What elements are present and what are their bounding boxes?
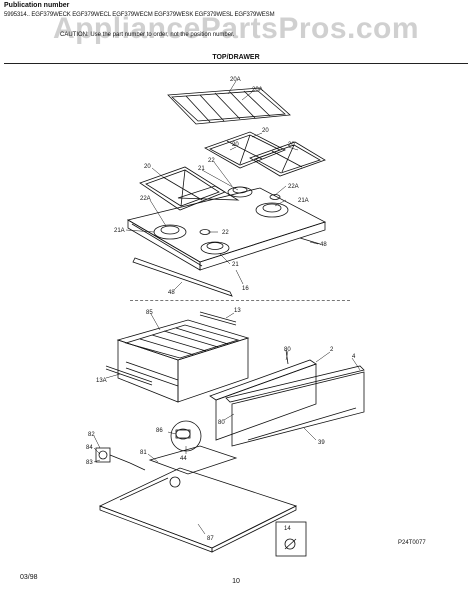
caution-line: CAUTION: Use the part number to order, n… <box>60 32 235 38</box>
callout-20A: 20A <box>252 87 263 93</box>
callout-20A: 20A <box>230 77 241 83</box>
drawer-frame <box>105 311 250 403</box>
art-id: P24T0077 <box>398 540 426 546</box>
callout-81: 81 <box>140 450 147 456</box>
callout-20: 20 <box>232 142 239 148</box>
callout-83: 83 <box>86 460 93 466</box>
leader-lines <box>93 80 361 535</box>
grate-20-left <box>139 166 240 211</box>
callout-21: 21 <box>198 166 205 172</box>
callout-48: 48 <box>320 242 327 248</box>
callout-21A: 21A <box>298 198 309 204</box>
callout-13A: 13A <box>96 378 107 384</box>
callout-85: 85 <box>146 310 153 316</box>
bottom-panel <box>98 445 298 553</box>
callout-20: 20 <box>262 128 269 134</box>
callout-22A: 22A <box>288 184 299 190</box>
publication-label: Publication number <box>4 2 70 9</box>
callout-22: 22 <box>208 158 215 164</box>
callout-4: 4 <box>352 354 356 360</box>
callout-13: 13 <box>234 308 241 314</box>
callout-22A: 22A <box>140 196 151 202</box>
callout-21: 21 <box>232 262 239 268</box>
callout-48: 48 <box>168 290 175 296</box>
callout-21A: 21A <box>114 228 125 234</box>
callout-80: 80 <box>218 420 225 426</box>
callout-20: 20 <box>288 142 295 148</box>
part-14-inset <box>275 521 307 557</box>
callout-80: 80 <box>284 347 291 353</box>
footer-date: 03/98 <box>20 574 38 581</box>
header-rule <box>4 63 468 64</box>
callout-39: 39 <box>318 440 325 446</box>
callout-82: 82 <box>88 432 95 438</box>
page-number: 10 <box>232 578 240 585</box>
drawer-front <box>209 349 365 447</box>
section-title: TOP/DRAWER <box>212 54 260 61</box>
callout-86: 86 <box>156 428 163 434</box>
callout-44: 44 <box>180 456 187 462</box>
callout-2: 2 <box>330 347 334 353</box>
callout-labels: 20A 20A 20 20 20 22 21 22A 21A 22A 21A 2… <box>86 77 356 542</box>
grate-20a-top <box>167 87 291 125</box>
igniter-assembly <box>95 447 146 471</box>
callout-16: 16 <box>242 286 249 292</box>
callout-20: 20 <box>144 164 151 170</box>
cooktop-body <box>126 186 327 297</box>
models-line: 5995314.. EGF379WECK EGF379WECL EGF379WE… <box>4 12 275 18</box>
section-divider <box>130 300 350 301</box>
callout-14: 14 <box>284 526 291 532</box>
grate-20-right <box>204 131 326 177</box>
callout-22: 22 <box>222 230 229 236</box>
callout-87: 87 <box>207 536 214 542</box>
callout-84: 84 <box>86 445 93 451</box>
